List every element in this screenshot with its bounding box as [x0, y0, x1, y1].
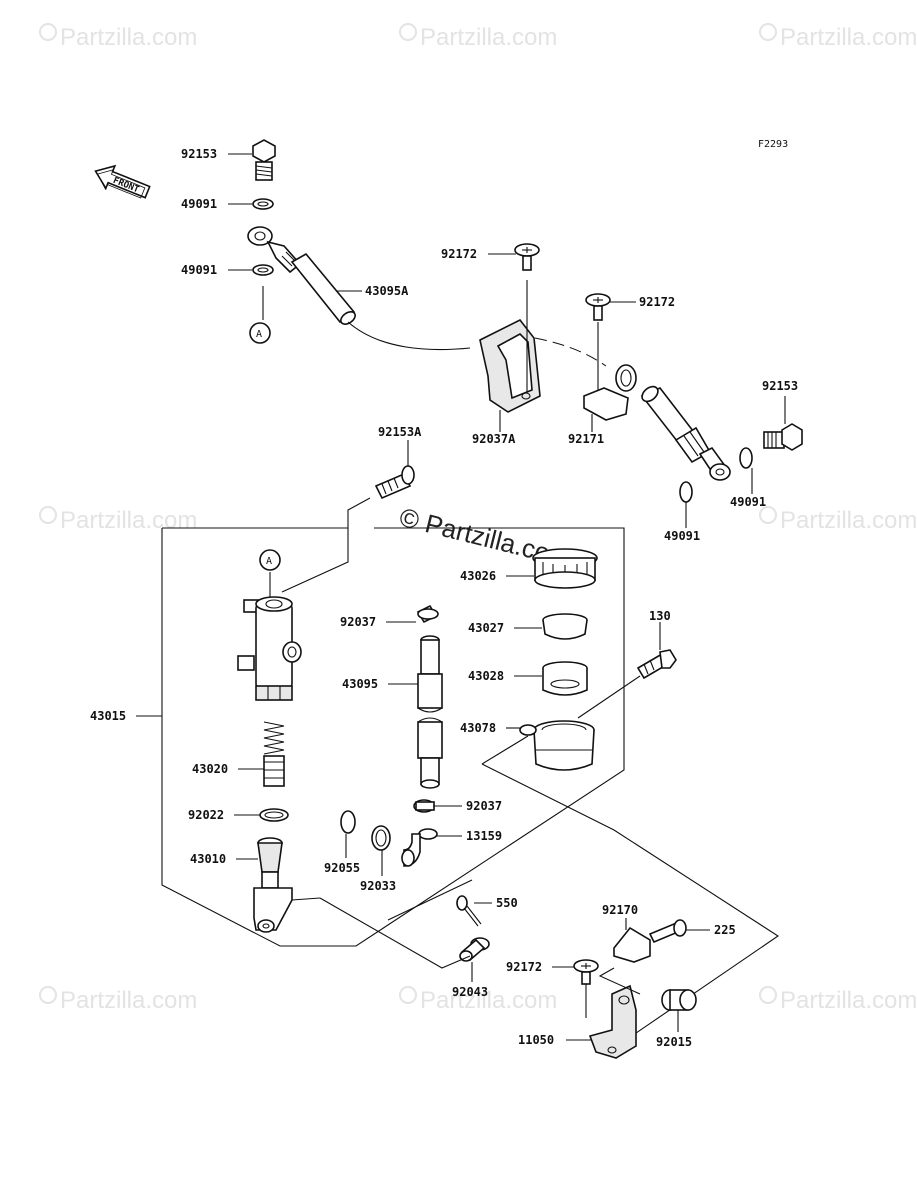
reservoir-43078: [519, 720, 595, 771]
callout-225: 225: [714, 923, 736, 937]
callout-92171: 92171: [568, 432, 604, 446]
svg-text:Partzilla.com: Partzilla.com: [60, 24, 197, 51]
clamp-92170: [613, 926, 651, 963]
washer-49091-c: [739, 447, 753, 469]
watermark-bl: Partzilla.com: [39, 986, 197, 1014]
callout-13159: 13159: [466, 829, 502, 843]
svg-text:Partzilla.com: Partzilla.com: [60, 987, 197, 1014]
cotter-pin-550: [456, 895, 482, 927]
svg-text:Partzilla.com: Partzilla.com: [420, 987, 557, 1014]
callout-92022: 92022: [188, 808, 224, 822]
screw-225: [648, 919, 687, 944]
callout-11050: 11050: [518, 1033, 554, 1047]
svg-text:A: A: [266, 556, 272, 567]
callout-92037-b: 92037: [466, 799, 502, 813]
ref-circle-a-main: A: [259, 549, 281, 571]
leader-lines: [136, 153, 786, 1041]
pin-92043: [459, 937, 490, 962]
callout-43026: 43026: [460, 569, 496, 583]
screw-92172-b: [585, 293, 611, 321]
collar-92015: [661, 989, 697, 1011]
callout-43028: 43028: [468, 669, 504, 683]
circlip-92033: [371, 825, 391, 851]
banjo-bolt-92153-top: [252, 139, 276, 181]
oring-92055: [340, 810, 356, 834]
callout-49091-a: 49091: [181, 197, 217, 211]
callout-43020: 43020: [192, 762, 228, 776]
callout-92172-c: 92172: [506, 960, 542, 974]
screw-92172-a: [514, 243, 540, 271]
diaphragm-43028: [542, 661, 588, 696]
plate-43027: [542, 613, 588, 640]
watermark-tc: Partzilla.com: [399, 23, 557, 51]
svg-text:Partzilla.com: Partzilla.com: [780, 24, 917, 51]
callout-43095A: 43095A: [365, 284, 409, 298]
svg-text:Partzilla.com: Partzilla.com: [780, 507, 917, 534]
bolt-92153A: [374, 465, 415, 500]
callout-43027: 43027: [468, 621, 504, 635]
watermark-tr: Partzilla.com: [759, 23, 917, 51]
callout-92170: 92170: [602, 903, 638, 917]
callout-92153A: 92153A: [378, 425, 422, 439]
callout-43015: 43015: [90, 709, 126, 723]
callout-49091-d: 49091: [664, 529, 700, 543]
callout-49091-b: 49091: [181, 263, 217, 277]
callout-130: 130: [649, 609, 671, 623]
figure-code: F2293: [758, 139, 788, 150]
svg-text:Partzilla.com: Partzilla.com: [60, 507, 197, 534]
washer-49091-b: [252, 264, 274, 276]
elbow-13159: [401, 828, 438, 867]
hose-43095: [416, 604, 443, 789]
svg-text:Partzilla.com: Partzilla.com: [780, 987, 917, 1014]
callout-92153-right: 92153: [762, 379, 798, 393]
washer-49091-a: [252, 198, 274, 210]
watermark-mr: Partzilla.com: [759, 506, 917, 534]
clamp-92171: [583, 364, 637, 421]
callout-92153-top: 92153: [181, 147, 217, 161]
front-arrow-icon: FRONT: [94, 164, 151, 199]
bracket-11050: [588, 984, 637, 1059]
banjo-bolt-92153-right: [763, 423, 803, 451]
callout-92172-b: 92172: [639, 295, 675, 309]
pushrod-43010: [253, 837, 293, 933]
bolt-130: [636, 649, 677, 680]
bracket-92037A: [479, 318, 541, 413]
hose-end-right: [640, 385, 731, 481]
watermark-tl: Partzilla.com: [39, 23, 197, 51]
master-cylinder-43015: [237, 596, 302, 701]
callout-92033: 92033: [360, 879, 396, 893]
watermark-ml: Partzilla.com: [39, 506, 197, 534]
callout-92037A: 92037A: [472, 432, 516, 446]
callout-43078: 43078: [460, 721, 496, 735]
callout-92172-a: 92172: [441, 247, 477, 261]
svg-text:A: A: [256, 329, 262, 340]
callout-92015: 92015: [656, 1035, 692, 1049]
callout-550: 550: [496, 896, 518, 910]
ref-circle-a-top: A: [249, 322, 271, 344]
callout-49091-c: 49091: [730, 495, 766, 509]
callout-43010: 43010: [190, 852, 226, 866]
watermark-bc: Partzilla.com: [399, 986, 557, 1014]
clamp-92037-bottom: [413, 799, 435, 813]
callout-92043: 92043: [452, 985, 488, 999]
circlip-92022: [259, 808, 289, 822]
cap-43026: [532, 548, 598, 589]
callout-92037-a: 92037: [340, 615, 376, 629]
washer-49091-d: [679, 481, 693, 503]
hose-43095A: [247, 226, 471, 351]
callout-43095: 43095: [342, 677, 378, 691]
watermark-br: Partzilla.com: [759, 986, 917, 1014]
callouts: 92153 49091 49091 43095A 92172 92172 920…: [90, 147, 798, 1049]
piston-spring-43020: [263, 721, 285, 787]
callout-92055: 92055: [324, 861, 360, 875]
svg-text:Partzilla.com: Partzilla.com: [420, 24, 557, 51]
screw-92172-c: [573, 959, 599, 985]
